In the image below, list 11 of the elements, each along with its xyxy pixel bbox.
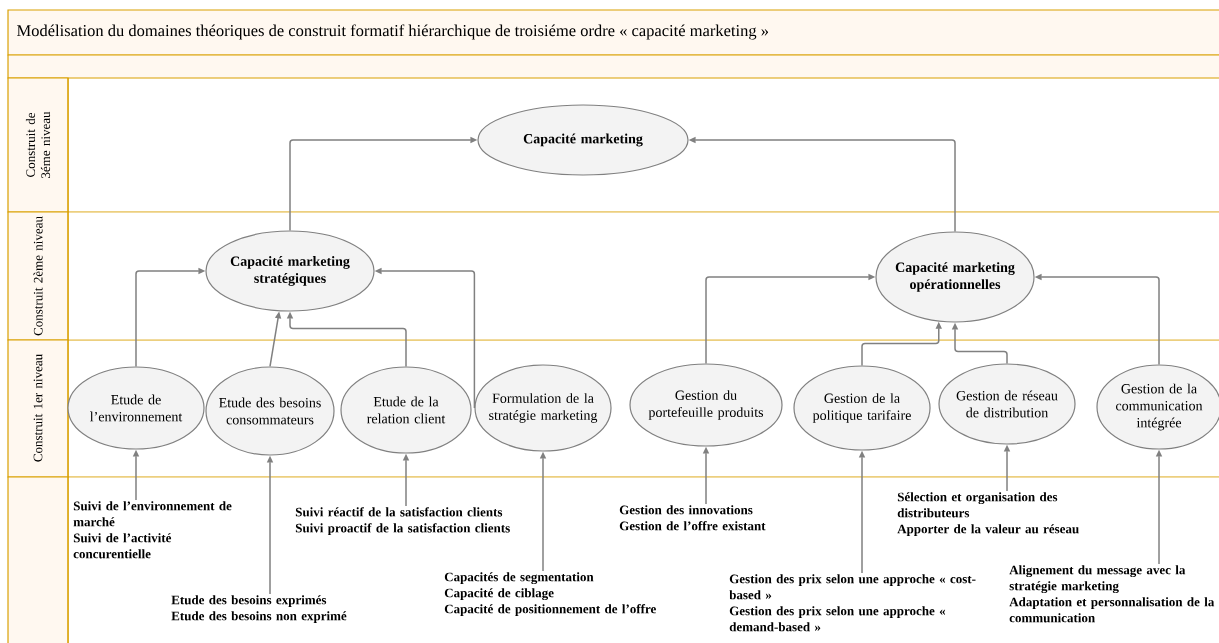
item-list: Alignement du message avec la stratégie marketing Adaptation et personnalisation de la communication	[1009, 565, 1215, 623]
item-list: Suivi réactif de la satisfaction clients Suivi proactif de la satisfaction clients	[295, 507, 510, 536]
item-list: Gestion des innovations Gestion de l’offre existant	[619, 505, 766, 531]
row-header-cell: Construit de 3éme niveau	[7, 77, 69, 213]
item-list: Etude des besoins exprimés Etude des besoins non exprimé	[171, 595, 347, 623]
item-list: Suivi de l’environnement de marché Suivi de l’activité concurentielle	[73, 501, 232, 559]
item-list: Gestion des prix selon une approche « cost-based » Gestion des prix selon une approche « demand-based »	[729, 574, 976, 632]
row-header-cell: Construit 1er niveau	[7, 339, 69, 478]
item-list: Sélection et organisation des distributeurs Apporter de la valeur au réseau	[897, 492, 1079, 536]
row-header-cell: Construit 2ème niveau	[7, 211, 69, 341]
item-list: Capacités de segmentation Capacité de ciblage Capacité de positionnement de l’offre	[444, 572, 656, 616]
